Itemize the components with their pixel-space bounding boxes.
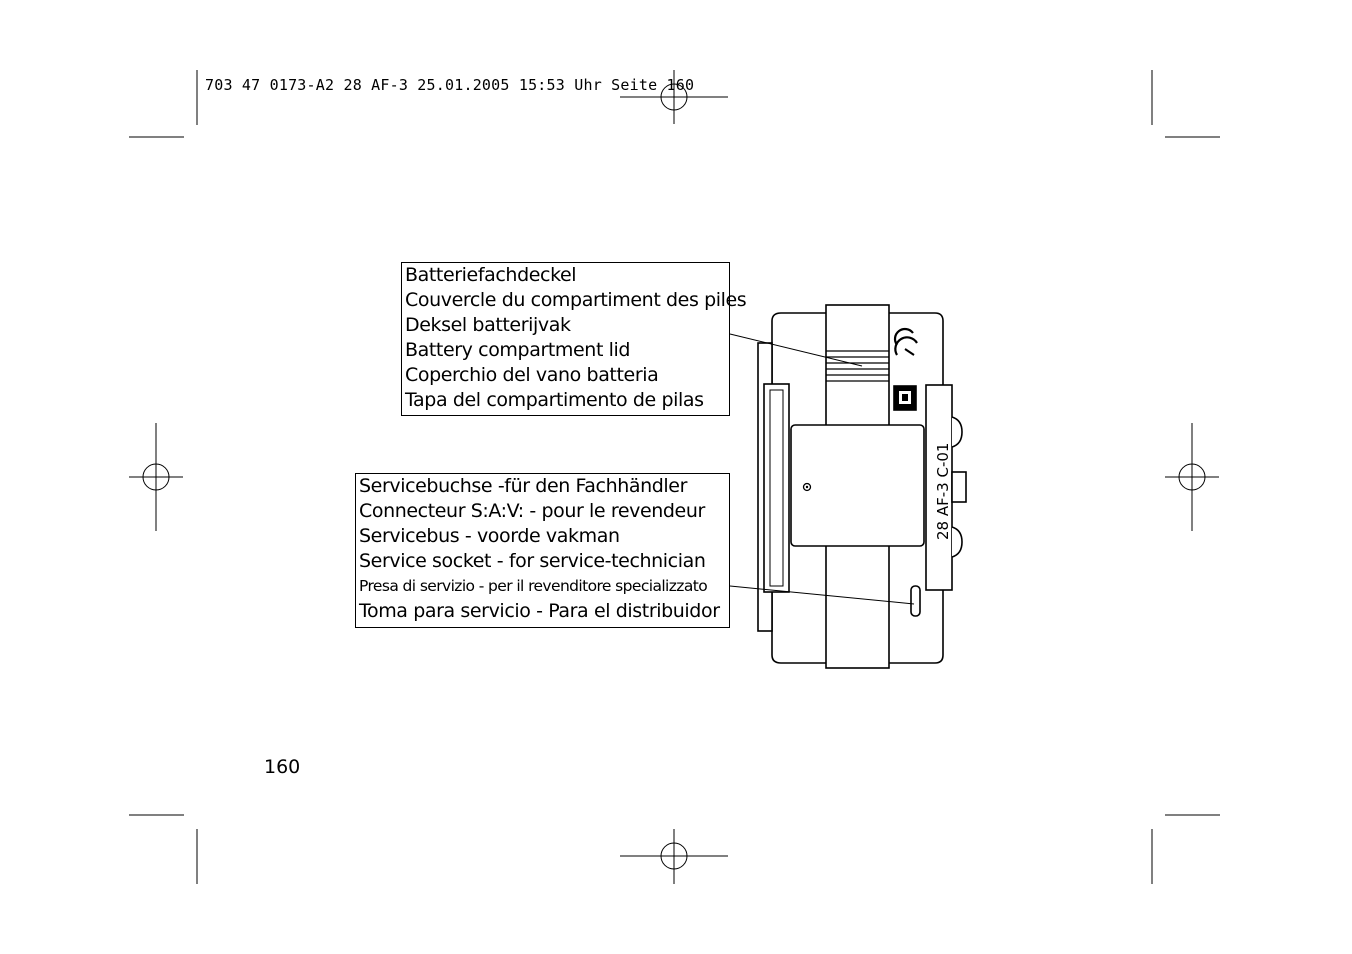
label-italian: Coperchio del vano batteria [405,364,659,386]
crop-marks [129,70,1220,884]
registration-marks [129,70,1219,884]
leader-lines [729,333,915,605]
battery-lid-grille [826,350,889,382]
label-dutch: Deksel batterijvak [405,314,571,336]
service-socket-callout: Servicebuchse -für den Fachhändler Conne… [355,473,730,628]
label-german: Servicebuchse -für den Fachhändler [359,475,687,497]
label-french: Couvercle du compartiment des piles [405,289,747,311]
label-italian: Presa di servizio - per il revenditore s… [359,577,708,595]
page-number: 160 [264,756,301,778]
label-french: Connecteur S:A:V: - pour le revendeur [359,500,705,522]
label-dutch: Servicebus - voorde vakman [359,525,620,547]
label-english: Battery compartment lid [405,339,631,361]
label-german: Batteriefachdeckel [405,264,577,286]
label-spanish: Toma para servicio - Para el distribuido… [359,600,720,622]
battery-lid-callout: Batteriefachdeckel Couvercle du comparti… [401,262,747,416]
device-imprint: 28 AF-3 C-01 [934,443,952,540]
print-info-header: 703 47 0173-A2 28 AF-3 25.01.2005 15:53 … [205,76,695,94]
camera-illustration [757,304,967,669]
label-spanish: Tapa del compartimento de pilas [405,389,704,411]
label-english: Service socket - for service-technician [359,550,706,572]
